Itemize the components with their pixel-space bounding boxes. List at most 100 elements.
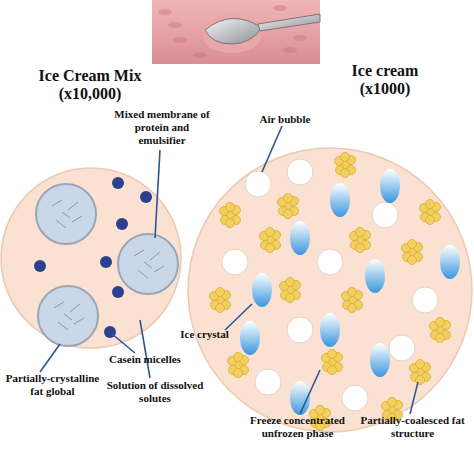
casein-micelle <box>112 177 124 189</box>
fat-crystal <box>62 212 70 218</box>
ice-cream-texture <box>293 35 307 41</box>
leader-line <box>300 370 320 414</box>
fat-cluster <box>362 241 371 250</box>
fat-cluster <box>348 288 357 297</box>
panel-title: Ice cream (x1000) <box>335 62 435 98</box>
fat-cluster <box>388 406 397 415</box>
fat-cluster <box>410 364 419 373</box>
fat-cluster <box>432 203 441 212</box>
fat-cluster <box>426 208 435 217</box>
fat-cluster <box>234 361 243 370</box>
ice-crystal <box>440 245 460 279</box>
fat-crystal <box>52 200 62 206</box>
fat-cluster <box>335 157 344 166</box>
scoop-bowl <box>205 18 262 44</box>
fat-cluster <box>414 253 423 262</box>
part-label: Solution of dissolved solutes <box>105 379 205 405</box>
fat-cluster <box>334 353 343 362</box>
casein-micelle <box>116 218 128 230</box>
fat-cluster <box>388 398 397 407</box>
air-bubble <box>389 335 415 361</box>
fat-cluster <box>422 373 431 382</box>
fat-cluster <box>292 291 301 300</box>
fat-cluster <box>240 356 249 365</box>
ice-crystal <box>320 313 340 347</box>
fat-cluster <box>430 322 439 331</box>
part-label: Partially-crystalline fat global <box>0 372 105 398</box>
fat-cluster <box>356 228 365 237</box>
ice-cream-texture <box>168 22 182 28</box>
ice-cream-texture <box>173 37 187 43</box>
fat-cluster <box>272 231 281 240</box>
fat-crystal <box>154 266 164 272</box>
casein-micelle <box>34 260 46 272</box>
fat-globule <box>38 286 98 346</box>
fat-cluster <box>420 204 429 213</box>
leader-line <box>225 304 252 330</box>
ice-cream-texture <box>193 52 207 58</box>
air-bubble <box>222 249 248 275</box>
casein-micelle <box>100 256 112 268</box>
fat-cluster <box>226 219 235 228</box>
fat-cluster <box>266 244 275 253</box>
fat-cluster <box>234 369 243 378</box>
fat-cluster <box>347 166 356 175</box>
fat-cluster <box>290 207 299 216</box>
circle-shape <box>1 168 181 348</box>
fat-cluster <box>292 281 301 290</box>
fat-cluster <box>354 301 363 310</box>
fat-cluster <box>290 197 299 206</box>
circle-shape <box>188 148 472 432</box>
fat-cluster <box>408 256 417 265</box>
part-label: Air bubble <box>250 113 320 126</box>
fat-crystal <box>144 262 152 268</box>
air-bubble <box>342 385 368 411</box>
panel-title: Ice Cream Mix (x10,000) <box>25 67 155 103</box>
leader-line <box>410 382 418 414</box>
fat-cluster <box>220 207 229 216</box>
fat-cluster <box>272 241 281 250</box>
fat-globule <box>36 184 96 244</box>
fat-cluster <box>210 292 219 301</box>
fat-cluster <box>408 248 417 257</box>
fat-cluster <box>222 301 231 310</box>
fat-crystal <box>58 322 68 330</box>
ice-cream-texture <box>273 5 287 11</box>
air-bubble <box>287 317 313 343</box>
sample-circle: Ice Cream Mix (x10,000) <box>0 167 182 349</box>
leader-line <box>140 320 150 378</box>
fat-cluster <box>342 292 351 301</box>
fat-cluster <box>222 291 231 300</box>
fat-cluster <box>411 373 420 382</box>
fat-cluster <box>347 156 356 165</box>
fat-crystal <box>150 252 160 260</box>
ice-crystal <box>365 259 385 293</box>
fat-cluster <box>260 232 269 241</box>
fat-cluster <box>362 231 371 240</box>
fat-cluster <box>351 241 360 250</box>
fat-cluster <box>228 357 237 366</box>
fat-cluster <box>328 366 337 375</box>
fat-cluster <box>229 366 238 375</box>
scooped-ball <box>202 15 262 53</box>
circle-outline <box>187 147 473 433</box>
ice-crystal <box>370 343 390 377</box>
fat-cluster <box>416 368 425 377</box>
fat-cluster <box>426 216 435 225</box>
ice-crystal <box>252 273 272 307</box>
leader-line <box>262 126 282 172</box>
air-bubble <box>372 202 398 228</box>
fat-cluster <box>416 376 425 385</box>
fat-cluster <box>279 207 288 216</box>
fat-crystal <box>72 216 82 222</box>
fat-cluster <box>432 213 441 222</box>
air-bubble <box>245 171 271 197</box>
fat-cluster <box>408 240 417 249</box>
fat-crystal <box>74 318 84 324</box>
fat-cluster <box>343 301 352 310</box>
fat-cluster <box>431 331 440 340</box>
fat-cluster <box>341 169 350 178</box>
part-label: Casein micelles <box>100 353 190 366</box>
fat-cluster <box>266 228 275 237</box>
